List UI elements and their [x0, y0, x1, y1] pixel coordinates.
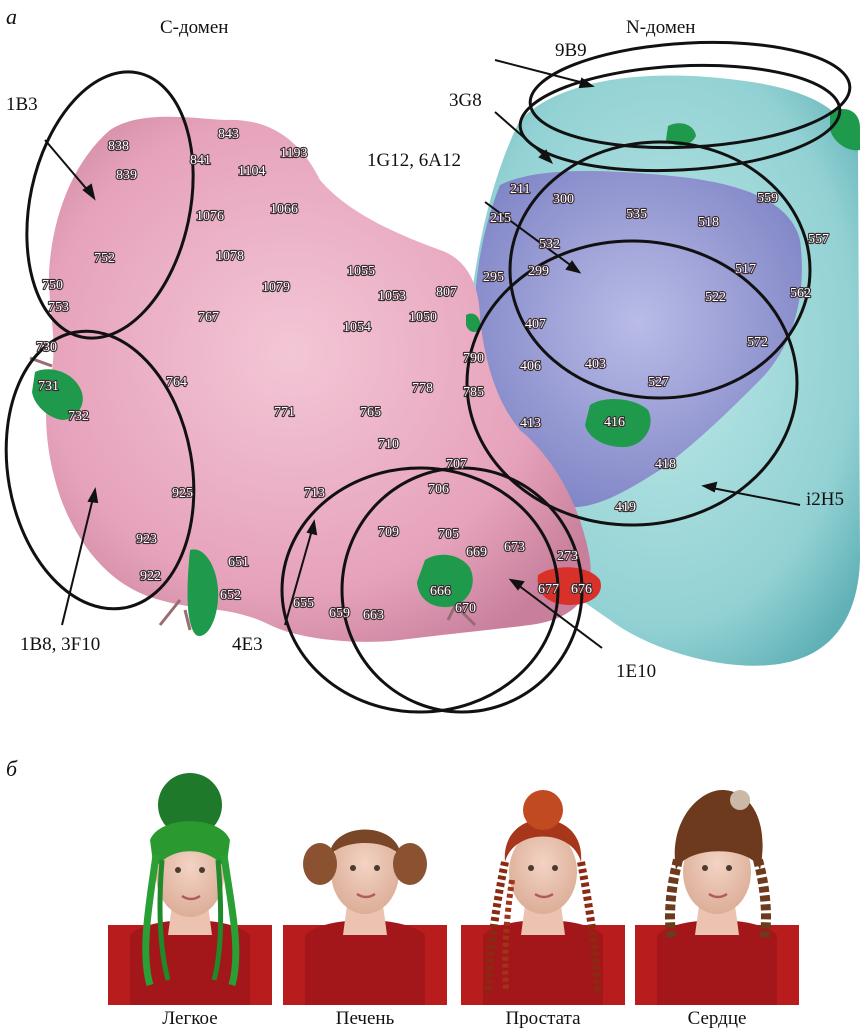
portrait-liver: [283, 830, 447, 1006]
residue-403: 403: [585, 357, 606, 372]
residue-1050: 1050: [409, 310, 437, 325]
residue-522: 522: [705, 290, 726, 305]
residue-572: 572: [747, 335, 768, 350]
residue-273: 273: [557, 549, 578, 564]
residue-807: 807: [436, 285, 457, 300]
residue-764: 764: [166, 375, 187, 390]
residue-925: 925: [172, 486, 193, 501]
residue-765: 765: [360, 405, 381, 420]
residue-676: 676: [571, 582, 592, 597]
panel-a-letter: а: [6, 4, 17, 29]
residue-1104: 1104: [238, 164, 265, 179]
caption-liver: Печень: [336, 1008, 395, 1029]
residue-843: 843: [218, 127, 239, 142]
residue-215: 215: [490, 211, 511, 226]
antibody-label-1e10: 1E10: [616, 661, 656, 682]
portrait-lung: [108, 773, 272, 1005]
residue-562: 562: [790, 286, 811, 301]
residue-713: 713: [304, 486, 325, 501]
residue-709: 709: [378, 525, 399, 540]
residue-838: 838: [108, 139, 129, 154]
residue-211: 211: [510, 182, 530, 197]
residue-785: 785: [463, 385, 484, 400]
residue-730: 730: [36, 340, 57, 355]
residue-655: 655: [293, 596, 314, 611]
antibody-label-i2h5: i2H5: [806, 489, 844, 510]
residue-663: 663: [363, 608, 384, 623]
portrait-heart: [635, 790, 799, 1005]
antibody-label-1g12-6a12: 1G12, 6A12: [367, 150, 461, 171]
antibody-label-4e3: 4E3: [232, 634, 263, 655]
residue-707: 707: [446, 457, 467, 472]
caption-prostate: Простата: [505, 1008, 581, 1029]
residue-841: 841: [190, 153, 211, 168]
residue-1055: 1055: [347, 264, 375, 279]
residue-416: 416: [604, 415, 625, 430]
residue-706: 706: [428, 482, 449, 497]
residue-1193: 1193: [280, 146, 307, 161]
residue-406: 406: [520, 359, 541, 374]
residue-559: 559: [757, 191, 778, 206]
antibody-label-1b3: 1B3: [6, 94, 38, 115]
residue-1079: 1079: [262, 280, 290, 295]
residue-790: 790: [463, 351, 484, 366]
residue-1078: 1078: [216, 249, 244, 264]
n-domain-label: N-домен: [626, 17, 695, 38]
residue-677: 677: [538, 582, 559, 597]
residue-750: 750: [42, 278, 63, 293]
residue-295: 295: [483, 270, 504, 285]
antibody-label-3g8: 3G8: [449, 90, 482, 111]
residue-732: 732: [68, 409, 89, 424]
caption-lung: Легкое: [162, 1008, 217, 1029]
antibody-label-9b9: 9B9: [555, 40, 587, 61]
caption-heart: Сердце: [688, 1008, 747, 1029]
residue-778: 778: [412, 381, 433, 396]
residue-923: 923: [136, 532, 157, 547]
residue-300: 300: [553, 192, 574, 207]
antibody-label-1b8-3f10: 1B8, 3F10: [20, 634, 100, 655]
residue-839: 839: [116, 168, 137, 183]
residue-753: 753: [48, 300, 69, 315]
residue-666: 666: [430, 584, 451, 599]
residue-670: 670: [455, 601, 476, 616]
residue-1066: 1066: [270, 202, 298, 217]
portrait-prostate: [461, 790, 625, 1005]
residue-535: 535: [626, 207, 647, 222]
residue-419: 419: [615, 500, 636, 515]
residue-673: 673: [504, 540, 525, 555]
residue-710: 710: [378, 437, 399, 452]
residue-922: 922: [140, 569, 161, 584]
residue-532: 532: [539, 237, 560, 252]
panel-b-letter: б: [6, 756, 18, 781]
residue-413: 413: [520, 416, 541, 431]
residue-1053: 1053: [378, 289, 406, 304]
residue-1076: 1076: [196, 209, 224, 224]
residue-731: 731: [38, 379, 59, 394]
residue-527: 527: [648, 375, 669, 390]
residue-652: 652: [220, 588, 241, 603]
residue-669: 669: [466, 545, 487, 560]
residue-1054: 1054: [343, 320, 371, 335]
residue-651: 651: [228, 555, 249, 570]
residue-557: 557: [808, 232, 829, 247]
residue-767: 767: [198, 310, 219, 325]
c-domain-label: С-домен: [160, 17, 228, 38]
epitope-patch-666: [417, 555, 473, 607]
residue-418: 418: [655, 457, 676, 472]
residue-407: 407: [525, 317, 546, 332]
residue-659: 659: [329, 606, 350, 621]
residue-518: 518: [698, 215, 719, 230]
residue-299: 299: [528, 264, 549, 279]
residue-517: 517: [735, 262, 756, 277]
residue-705: 705: [438, 527, 459, 542]
residue-752: 752: [94, 251, 115, 266]
residue-771: 771: [274, 405, 295, 420]
